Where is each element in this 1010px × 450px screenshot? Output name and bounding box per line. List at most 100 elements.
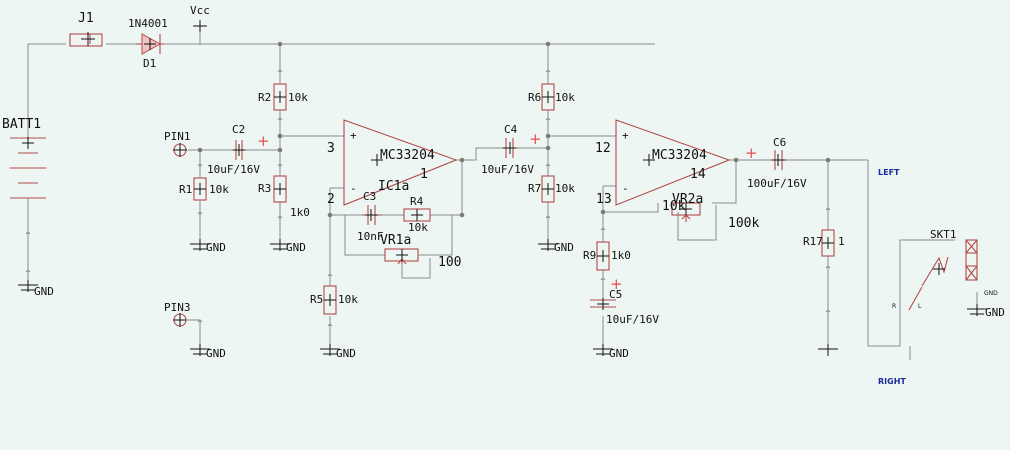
ground-icon [190,239,210,251]
connector-pin3 [173,313,201,345]
label-ic2-pin14: 14 [690,167,706,182]
label-ic2-part: MC33204 [652,148,707,163]
junctions [197,41,831,218]
label-c6-val: 100uF/16V [747,177,807,190]
svg-text:+: + [610,275,623,293]
diode-d1 [136,33,164,55]
vcc-symbol [193,20,207,44]
label-batt1: BATT1 [2,117,41,132]
label-r1: R1 [179,183,192,196]
label-c3-val: 10nF [357,230,384,243]
resistor-r3 [273,175,287,203]
label-ic1-pin1: 1 [420,167,428,182]
label-gnd-c5: GND [609,347,629,360]
potentiometer-vr1 [384,248,419,265]
labels: J1 1N4001 D1 Vcc BATT1 GND PIN1 PIN3 GND… [2,4,1005,386]
label-vr2: VR2a [672,192,703,207]
resistor-r9 [596,241,610,271]
net-label-right: RIGHT [878,377,906,386]
label-gnd-skt-small: GND [984,290,998,297]
svg-text:+: + [257,132,270,150]
label-r2-val: 10k [288,91,308,104]
socket-skt1 [908,239,978,311]
label-j1: J1 [78,11,94,26]
battery-batt1 [10,137,46,199]
label-r4: R4 [410,195,424,208]
ground-icon [270,239,290,251]
label-r5-val: 10k [338,293,358,306]
label-pin3: PIN3 [164,301,191,314]
label-d1-part: 1N4001 [128,17,168,30]
ground-icon [593,344,613,356]
label-vr1: VR1a [380,233,411,248]
svg-text:+: + [745,144,758,162]
label-r5: R5 [310,293,323,306]
label-r9: R9 [583,249,596,262]
label-r17: R17 [803,235,823,248]
ground-icon [320,344,340,356]
connector-pin1 [173,143,187,157]
label-vr2-val: 100k [728,216,759,231]
resistor-r2 [273,83,287,111]
label-ic1-pin2: 2 [327,192,335,207]
label-c2: C2 [232,123,245,136]
capacitor-c6 [770,150,788,170]
label-gnd-pin3: GND [206,347,226,360]
label-r4-val: 10k [408,221,428,234]
jumper-j1 [69,32,103,47]
label-ic1-plus: + [350,129,357,142]
label-c5-val: 10uF/16V [606,313,659,326]
label-r3: R3 [258,182,271,195]
label-c6: C6 [773,136,786,149]
capacitor-c4 [502,138,518,158]
ground-icon [818,344,838,356]
label-ic1-part: MC33204 [380,148,435,163]
svg-text:+: + [529,130,542,148]
resistor-r7 [541,175,555,203]
capacitor-c3 [362,205,382,225]
label-skt1-pin-r: R [892,303,896,310]
label-c4: C4 [504,123,518,136]
label-ic2-minus: - [622,182,629,195]
label-vcc: Vcc [190,4,210,17]
ground-icon [967,304,987,316]
label-r7: R7 [528,182,541,195]
label-c2-val: 10uF/16V [207,163,260,176]
label-vr2-ref: 10k [662,199,686,214]
ground-symbols [18,239,987,356]
pin-ticks [25,69,831,327]
resistor-r1 [193,177,207,201]
net-label-left: LEFT [878,168,900,177]
label-gnd-r5: GND [336,347,356,360]
ground-icon [538,239,558,251]
label-ic2-plus: + [622,129,629,142]
label-c4-val: 10uF/16V [481,163,534,176]
resistor-r4 [403,208,431,222]
ground-icon [18,280,38,292]
label-r7-val: 10k [555,182,575,195]
label-ic1-pin3: 3 [327,141,335,156]
polarity-markers: + + + + [257,130,758,293]
label-vr1-val: 100 [438,255,461,270]
opamp-ic1a [343,119,458,206]
label-gnd-r7: GND [554,241,574,254]
label-gnd-r3: GND [286,241,306,254]
label-d1: D1 [143,57,156,70]
label-r9-val: 1k0 [611,249,631,262]
label-ic1: IC1a [378,179,409,194]
label-r6: R6 [528,91,541,104]
opamp-ic2a [615,119,731,206]
label-r6-val: 10k [555,91,575,104]
label-skt1-pin-l: L [918,303,922,310]
label-ic2-pin13: 13 [596,192,612,207]
label-skt1: SKT1 [930,228,957,241]
resistor-r6 [541,83,555,111]
label-c3: C3 [363,190,376,203]
label-gnd-r1: GND [206,241,226,254]
label-pin1: PIN1 [164,130,191,143]
label-gnd-batt: GND [34,285,54,298]
ground-icon [190,344,210,356]
label-gnd-skt: GND [985,306,1005,319]
label-r17-val: 1 [838,235,845,248]
